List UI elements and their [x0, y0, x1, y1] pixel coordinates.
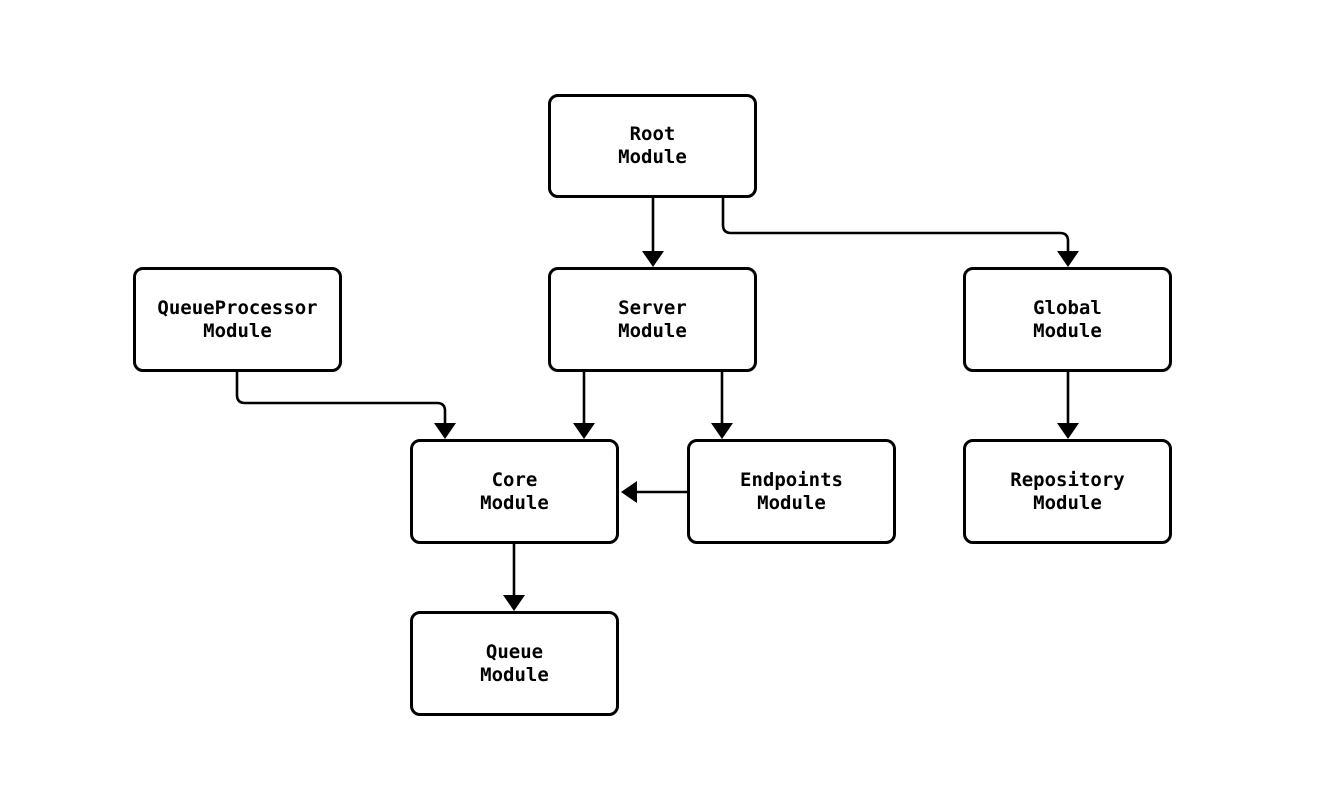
- arrowhead-icon: [711, 423, 733, 439]
- arrowhead-icon: [621, 481, 637, 503]
- node-label: Queue Module: [480, 640, 549, 686]
- node-label: Repository Module: [1010, 468, 1125, 514]
- edge-queueprocessor-to-core: [235, 372, 456, 439]
- node-server-module: Server Module: [548, 267, 757, 372]
- node-label: Root Module: [618, 123, 687, 168]
- edge-server-to-core: [573, 372, 595, 439]
- edge-endpoints-to-core: [621, 481, 687, 503]
- edge-global-to-repository: [1057, 372, 1079, 439]
- arrowhead-icon: [1057, 423, 1079, 439]
- arrowhead-icon: [573, 423, 595, 439]
- arrowhead-icon: [642, 251, 664, 267]
- edge-root-to-global: [721, 198, 1079, 267]
- node-label: QueueProcessor Module: [157, 296, 318, 342]
- node-global-module: Global Module: [963, 267, 1172, 372]
- node-endpoints-module: Endpoints Module: [687, 439, 896, 544]
- edge-server-to-endpoints: [711, 372, 733, 439]
- node-label: Server Module: [618, 296, 687, 342]
- node-queue-module: Queue Module: [410, 611, 619, 716]
- node-core-module: Core Module: [410, 439, 619, 544]
- arrowhead-icon: [434, 423, 456, 439]
- node-repository-module: Repository Module: [963, 439, 1172, 544]
- arrowhead-icon: [503, 595, 525, 611]
- edge-root-to-server: [642, 198, 664, 267]
- arrowhead-icon: [1057, 251, 1079, 267]
- node-root-module: Root Module: [548, 94, 757, 198]
- node-label: Endpoints Module: [740, 468, 843, 514]
- node-label: Global Module: [1033, 296, 1102, 342]
- node-label: Core Module: [480, 468, 549, 514]
- edge-core-to-queue: [503, 544, 525, 611]
- node-queueprocessor-module: QueueProcessor Module: [133, 267, 342, 372]
